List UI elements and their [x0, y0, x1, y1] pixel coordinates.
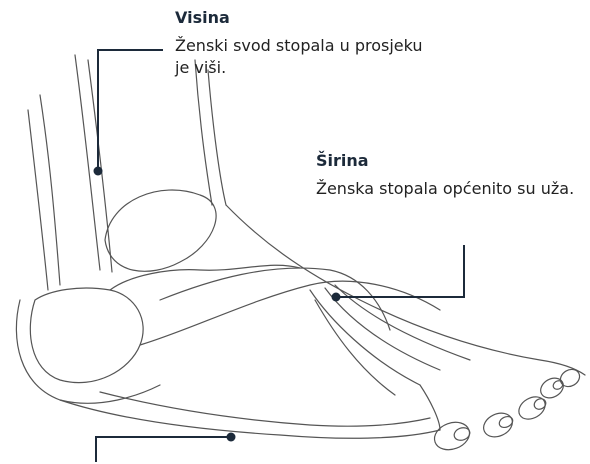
metatarsal-1	[310, 290, 420, 385]
width-callout-text: Ženska stopala općenito su uža.	[316, 178, 588, 200]
width-leader-line	[338, 245, 464, 297]
arch-leader-line	[96, 437, 231, 462]
height-callout-title: Visina	[175, 7, 425, 29]
height-callout-text: Ženski svod stopala u prosjeku je viši.	[175, 35, 425, 79]
shin-bone-inner	[88, 60, 112, 272]
shin-bone	[75, 55, 100, 270]
toe-joint	[420, 385, 440, 430]
width-callout: Širina Ženska stopala općenito su uža.	[316, 150, 588, 200]
shin-outline	[40, 95, 60, 285]
height-callout: Visina Ženski svod stopala u prosjeku je…	[175, 7, 425, 79]
toe-3-nail	[532, 397, 547, 412]
calf-outline-inner	[208, 70, 226, 205]
toe-2-nail	[498, 415, 515, 430]
width-leader-dot	[332, 293, 341, 302]
navicular-bone	[110, 265, 300, 290]
heel-bone	[30, 288, 143, 383]
height-leader-line	[98, 50, 163, 170]
width-callout-title: Širina	[316, 150, 588, 172]
shin-outline-inner	[28, 110, 48, 290]
heel-outline	[16, 300, 160, 403]
height-leader-dot	[94, 167, 103, 176]
talus-bone	[105, 190, 216, 271]
toe-5	[557, 366, 582, 390]
dorsum-outline	[226, 205, 585, 375]
toe-1	[431, 418, 474, 455]
arch-leader-dot	[227, 433, 236, 442]
